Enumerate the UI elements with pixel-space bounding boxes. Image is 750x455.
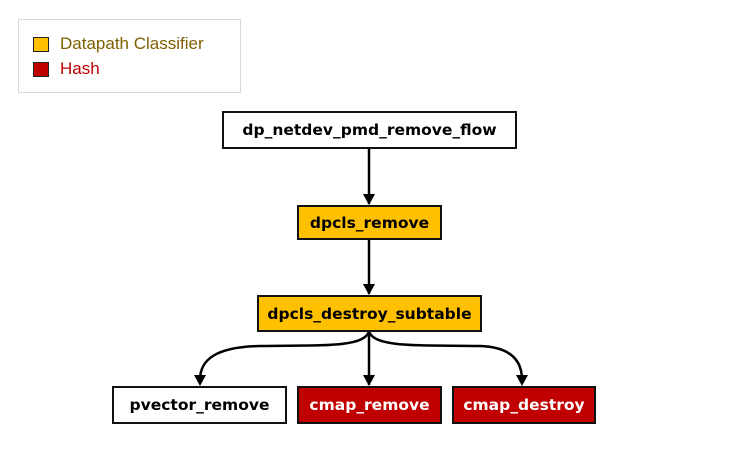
arrowhead-icon: [363, 284, 375, 295]
arrowhead-icon: [363, 375, 375, 386]
legend: Datapath Classifier Hash: [18, 19, 241, 93]
classifier-swatch-icon: [33, 36, 49, 52]
hash-swatch-icon: [33, 61, 49, 77]
legend-label-classifier: Datapath Classifier: [60, 34, 204, 53]
arrowhead-icon: [363, 194, 375, 205]
legend-item-hash: Hash: [33, 59, 100, 79]
legend-label-hash: Hash: [60, 59, 100, 78]
node-cmap-remove: cmap_remove: [297, 386, 442, 424]
edge-destroy-subtable-to-cmap-destroy: [367, 330, 524, 381]
arrowhead-icon: [516, 375, 528, 386]
legend-item-classifier: Datapath Classifier: [33, 34, 204, 54]
edge-destroy-subtable-to-pvector-remove: [198, 330, 371, 381]
node-pvector-remove: pvector_remove: [112, 386, 287, 424]
node-dp-netdev-pmd-remove-flow: dp_netdev_pmd_remove_flow: [222, 111, 517, 149]
node-dpcls-destroy-subtable: dpcls_destroy_subtable: [257, 295, 482, 332]
node-dpcls-remove: dpcls_remove: [297, 205, 442, 240]
arrowhead-icon: [194, 375, 206, 386]
node-cmap-destroy: cmap_destroy: [452, 386, 596, 424]
